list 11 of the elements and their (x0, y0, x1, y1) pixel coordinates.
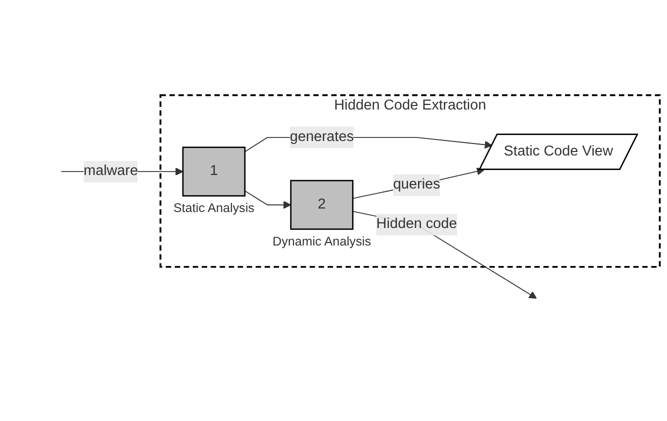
arrow (352, 168, 484, 200)
node-caption: Dynamic Analysis (272, 234, 372, 249)
node-box: 1 (182, 146, 246, 197)
arrow (244, 190, 292, 210)
edge-label: malware (84, 164, 138, 180)
node-caption: Static Analysis (173, 201, 254, 216)
node-box: 2 (290, 180, 354, 230)
edge-label: generates (290, 130, 354, 145)
edge-label: Hidden code (376, 216, 458, 232)
arrow (352, 211, 537, 299)
edge-label: queries (393, 177, 440, 193)
